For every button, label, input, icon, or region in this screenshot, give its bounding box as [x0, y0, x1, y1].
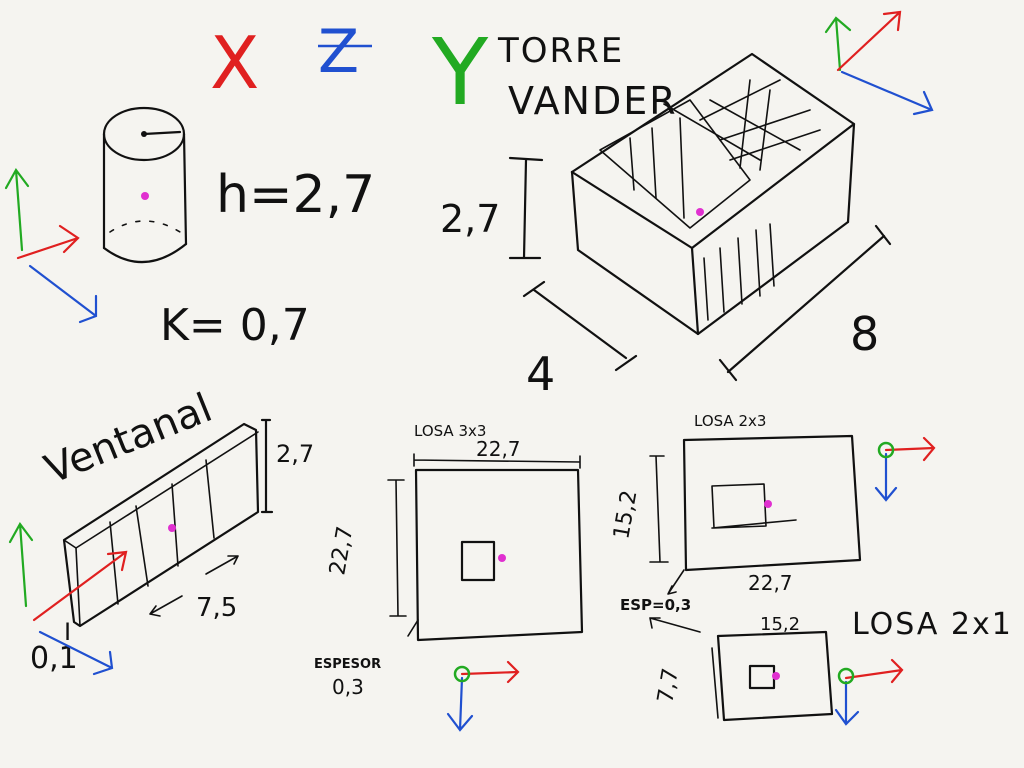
slab-2x1-gizmo-y-dot: [837, 667, 855, 685]
tower-height-label: 2,7: [440, 197, 500, 241]
slab-2x1-outline: [716, 630, 834, 722]
axis-gizmo-slab-3x3: [446, 660, 520, 732]
slab-2x1-left-edge: [711, 647, 719, 719]
slab-3x3-pivot-dot: [498, 554, 506, 562]
tower-width-dim: [718, 224, 892, 382]
slab-2x3-opening: [711, 483, 797, 529]
window-length-label: 7,5: [196, 593, 237, 623]
slab-2x3-title: LOSA 2x3: [694, 412, 766, 430]
slab-3x3-gizmo-x-arrow: [460, 660, 520, 684]
tower-height-dim: [508, 156, 544, 260]
slab-3x3-width-label: 22,7: [476, 437, 521, 461]
cylinder-height-label: h=2,7: [216, 165, 375, 225]
slab-2x3-height-label: 15,2: [609, 488, 642, 541]
slab-2x3-width-label: 22,7: [748, 571, 793, 595]
cylinder-pivot-dot: [141, 192, 149, 200]
axis-gizmo-slab-2x3: [874, 436, 936, 502]
window-gizmo-y-arrow: [8, 521, 34, 608]
slab-3x3-thickness-leader: [407, 619, 419, 637]
window-mullions: [109, 459, 215, 605]
window-title: Ventanal: [39, 385, 219, 493]
window-gizmo-z-arrow: [38, 630, 114, 676]
tower-window-mullions: [703, 223, 775, 321]
title-torre: TORRE: [497, 31, 624, 71]
slab-2x1-gizmo-x-arrow: [844, 658, 904, 684]
left-gizmo-z-arrow: [28, 264, 98, 324]
tower-box-sketch: [570, 52, 856, 336]
slab-2x3-pivot-dot: [764, 500, 772, 508]
slab-3x3-width-dim: [413, 453, 581, 469]
tower-depth-label: 4: [526, 347, 555, 401]
slab-2x1-gizmo-z-arrow: [834, 680, 860, 726]
axis-y-label: Y: [431, 19, 489, 126]
gizmo-y-arrow: [824, 16, 852, 72]
tower-depth-dim: [522, 280, 638, 372]
slab-3x3-height-label: 22,7: [325, 524, 358, 577]
axis-z-letter: Z: [318, 17, 372, 87]
slab-3x3-outline: [414, 468, 584, 642]
left-gizmo-x-arrow: [16, 224, 80, 260]
slab-2x3-gizmo-z-arrow: [874, 452, 898, 502]
axis-gizmo-left: [4, 167, 98, 324]
slab-2x1-pivot-dot: [772, 672, 780, 680]
window-length-dim: [149, 555, 239, 617]
slab-2x1-width-label: 15,2: [760, 614, 800, 635]
cylinder-center-dot: [141, 131, 147, 137]
slab-3x3-title: LOSA 3x3: [414, 422, 486, 440]
tower-roof-opening: [599, 99, 751, 229]
axis-gizmo-slab-2x1: [834, 658, 904, 726]
cylinder-sketch: [102, 106, 188, 264]
window-height-label: 2,7: [276, 440, 314, 468]
window-depth-mark: I: [64, 618, 71, 646]
gizmo-x-arrow: [836, 10, 902, 72]
slab-2x3-thickness-label: ESP=0,3: [620, 596, 691, 614]
tower-width-label: 8: [850, 307, 879, 361]
axis-gizmo-window: [8, 521, 128, 676]
axis-gizmo-top-right: [824, 10, 934, 116]
slab-3x3-height-dim: [387, 479, 407, 617]
window-gizmo-x-arrow: [32, 550, 128, 622]
window-panel-sketch: [62, 422, 260, 628]
slab-2x3-thickness-leader: [667, 569, 685, 595]
cylinder-k-label: K= 0,7: [160, 300, 310, 351]
title-vander: VANDER: [508, 79, 678, 123]
slab-2x1-leader: [649, 617, 701, 633]
slab-2x3-outline: [682, 434, 862, 572]
slab-2x3-height-dim: [649, 455, 669, 563]
tower-roof-cross-hatch: [663, 79, 821, 171]
gizmo-z-arrow: [840, 70, 934, 116]
tower-lower-outline: [570, 170, 850, 336]
cylinder-radius: [142, 130, 182, 136]
slab-3x3-opening: [460, 540, 496, 582]
cylinder-hidden-edge: [109, 220, 181, 233]
axis-x-letter: X: [210, 21, 259, 105]
slab-2x1-height-label: 7,7: [653, 666, 684, 705]
tower-roof-hatch: [629, 117, 685, 219]
slab-2x1-title: LOSA 2x1: [852, 607, 1013, 642]
slab-3x3-gizmo-y-dot: [453, 665, 471, 683]
cylinder-bottom: [102, 242, 188, 264]
slab-3x3-gizmo-z-arrow: [446, 676, 474, 732]
slab-2x3-gizmo-y-dot: [877, 441, 895, 459]
axis-z-label: Z: [318, 17, 359, 87]
cylinder-right-side: [182, 132, 188, 246]
tower-corner-edge: [690, 246, 700, 336]
left-gizmo-y-arrow: [4, 167, 30, 252]
slab-3x3-thickness-title: ESPESOR: [314, 657, 381, 672]
tower-top-outline: [570, 52, 856, 224]
window-panel-outline: [62, 422, 260, 628]
slab-2x1-opening: [748, 664, 776, 690]
slab-3x3-thickness-value: 0,3: [332, 675, 364, 699]
window-pivot-dot: [168, 524, 176, 532]
axis-x-label: X: [210, 21, 259, 105]
window-height-dim: [260, 418, 274, 514]
tower-pivot-dot: [696, 208, 704, 216]
